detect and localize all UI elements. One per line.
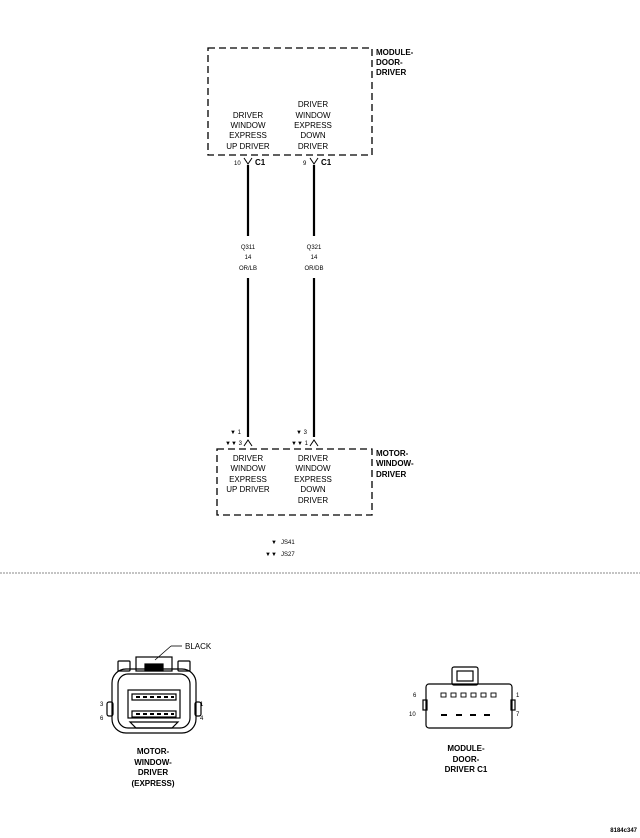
motor-left-line: DRIVER [233, 454, 263, 463]
motor-title-3: DRIVER [376, 470, 406, 479]
double-triangle-marker-icon: ▼▼ [225, 441, 237, 447]
triangle-marker-icon: ▼ [296, 430, 302, 436]
motor-connector-terminals [136, 696, 174, 715]
module-conn-label-line: DOOR- [453, 755, 480, 764]
module-right-line: EXPRESS [294, 121, 332, 130]
module-title-1: MODULE- [376, 48, 414, 57]
module-left-line: EXPRESS [229, 131, 267, 140]
module-connector-body [422, 666, 516, 729]
motor-left-line: UP DRIVER [226, 485, 270, 494]
motor-connector-view: BLACK 3 6 [100, 642, 212, 788]
module-connector-right: C1 [321, 158, 332, 167]
module-right-line: WINDOW [295, 111, 331, 120]
motor-left-pin-single: ▼ 1 [230, 430, 242, 436]
wire-q311-circuit: Q311 [241, 245, 256, 251]
figure-id: 8184c347 [610, 828, 637, 834]
motor-connector-body [106, 656, 202, 734]
module-pin-num-right: 9 [303, 161, 307, 167]
module-title-2: DOOR- [376, 58, 403, 67]
motor-pin-right-label: DRIVER WINDOW EXPRESS DOWN DRIVER [294, 454, 332, 505]
module-pin-fork-left [243, 157, 253, 165]
wire-q321-color: OR/DB [304, 266, 323, 272]
motor-left-line: WINDOW [230, 464, 266, 473]
legend-text-js41: JS41 [281, 540, 295, 546]
module-left-line: UP DRIVER [226, 142, 270, 151]
wire-q321-circuit: Q321 [307, 245, 322, 251]
motor-conn-pin-br: 4 [200, 716, 204, 722]
module-pin-left-label: DRIVER WINDOW EXPRESS UP DRIVER [226, 111, 270, 151]
module-pin-num-left: 10 [234, 161, 241, 167]
motor-right-pin-single: ▼ 3 [296, 430, 308, 436]
motor-right-line: DOWN [300, 485, 326, 494]
module-conn-pin-tr: 1 [516, 693, 520, 699]
module-connector-cavities [440, 692, 497, 698]
wire-q321: Q321 14 OR/DB [304, 165, 324, 437]
motor-conn-pin-tr: 1 [200, 702, 204, 708]
module-connector-label: MODULE- DOOR- DRIVER C1 [445, 744, 488, 774]
legend: ▼ JS41 ▼▼ JS27 [265, 540, 295, 558]
motor-pin-fork-right [309, 439, 319, 447]
module-conn-label-line: DRIVER C1 [445, 765, 488, 774]
module-conn-pin-br: 7 [516, 712, 520, 718]
motor-conn-pin-tl: 3 [100, 702, 104, 708]
motor-pin-left-label: DRIVER WINDOW EXPRESS UP DRIVER [226, 454, 270, 494]
motor-title-2: WINDOW- [376, 459, 414, 468]
module-left-line: WINDOW [230, 121, 266, 130]
wire-q321-gauge: 14 [311, 255, 318, 261]
module-conn-label-line: MODULE- [447, 744, 485, 753]
wire-q311: Q311 14 OR/LB [239, 165, 257, 437]
motor-pin-fork-left [243, 439, 253, 447]
motor-right-line: DRIVER [298, 454, 328, 463]
legend-text-js27: JS27 [281, 552, 295, 558]
module-conn-pin-bl: 10 [409, 712, 416, 718]
module-right-line: DRIVER [298, 142, 328, 151]
motor-conn-label-line: MOTOR- [137, 747, 170, 756]
motor-right-pin-double: ▼▼ 1 [291, 441, 309, 447]
motor-right-line: WINDOW [295, 464, 331, 473]
module-pin-fork-right [309, 157, 319, 165]
motor-right-line: DRIVER [298, 496, 328, 505]
module-connector-left: C1 [255, 158, 266, 167]
module-conn-pin-tl: 6 [413, 693, 417, 699]
motor-left-pin-double: ▼▼ 3 [225, 441, 243, 447]
legend-marker-js27: ▼▼ [265, 552, 277, 558]
module-right-line: DOWN [300, 131, 326, 140]
motor-box [216, 448, 373, 516]
wire-q311-gauge: 14 [245, 255, 252, 261]
motor-title-1: MOTOR- [376, 449, 409, 458]
motor-conn-label-line: DRIVER [138, 768, 168, 777]
motor-conn-label-line: WINDOW- [134, 758, 172, 767]
callout-black-label: BLACK [185, 642, 212, 651]
triangle-marker-icon: ▼ [230, 430, 236, 436]
callout-leader [154, 645, 172, 661]
module-connector-terminals [441, 714, 490, 716]
module-pin-right-label: DRIVER WINDOW EXPRESS DOWN DRIVER [294, 100, 332, 151]
motor-conn-pin-bl: 6 [100, 716, 104, 722]
module-connector-view: 6 10 1 7 MODULE- DOOR- DRIVER C1 [409, 666, 520, 774]
module-right-line: DRIVER [298, 100, 328, 109]
module-box [207, 47, 373, 156]
motor-window-driver: ▼ 1 ▼▼ 3 ▼ 3 ▼▼ 1 MOTOR- WINDOW- DRIVER … [216, 430, 414, 516]
motor-conn-label-line: (EXPRESS) [131, 779, 174, 788]
motor-left-line: EXPRESS [229, 475, 267, 484]
double-triangle-marker-icon: ▼▼ [291, 441, 303, 447]
motor-connector-label: MOTOR- WINDOW- DRIVER (EXPRESS) [131, 747, 174, 788]
legend-marker-js41: ▼ [271, 540, 277, 546]
wire-q311-color: OR/LB [239, 266, 257, 272]
motor-right-line: EXPRESS [294, 475, 332, 484]
module-door-driver: MODULE- DOOR- DRIVER DRIVER WINDOW EXPRE… [207, 47, 414, 167]
module-left-line: DRIVER [233, 111, 263, 120]
module-title-3: DRIVER [376, 68, 406, 77]
